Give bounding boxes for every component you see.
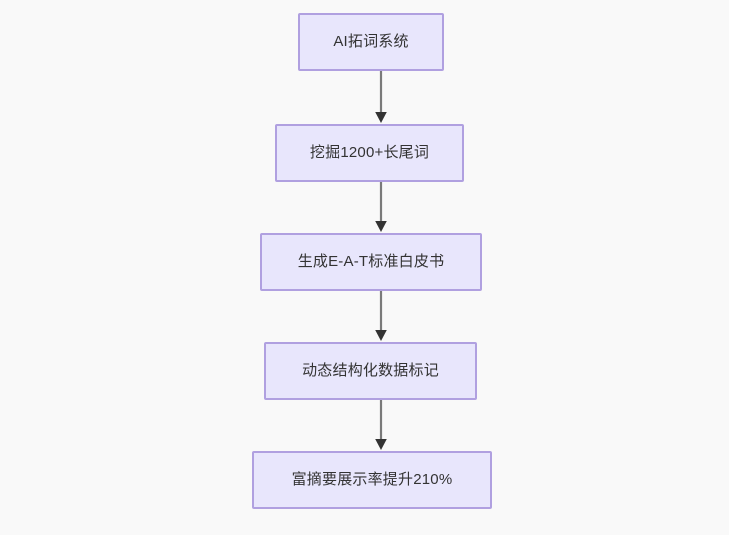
- flowchart-node-ai-keyword-system[interactable]: AI拓词系统: [298, 13, 444, 71]
- node-label: 生成E-A-T标准白皮书: [297, 253, 445, 270]
- flowchart-node-mine-longtail-keywords[interactable]: 挖掘1200+长尾词: [275, 124, 464, 182]
- flowchart-node-dynamic-structured-data-markup[interactable]: 动态结构化数据标记: [264, 342, 477, 400]
- node-label: 富摘要展示率提升210%: [291, 471, 453, 488]
- flowchart-node-rich-snippet-rate-increase[interactable]: 富摘要展示率提升210%: [252, 451, 492, 509]
- node-label: AI拓词系统: [333, 33, 409, 50]
- node-label: 挖掘1200+长尾词: [309, 144, 430, 161]
- node-label: 动态结构化数据标记: [302, 362, 439, 379]
- flowchart-node-generate-eat-whitepaper[interactable]: 生成E-A-T标准白皮书: [260, 233, 482, 291]
